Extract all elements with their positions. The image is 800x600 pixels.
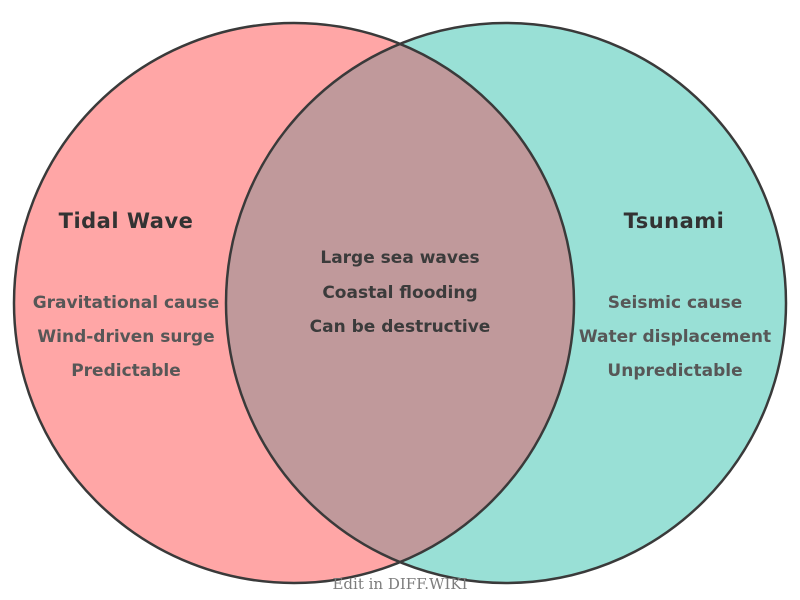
left-set-item: Predictable [71, 361, 181, 381]
right-set-item: Water displacement [578, 327, 772, 347]
left-set-item: Wind-driven surge [37, 327, 215, 347]
overlap-item: Large sea waves [320, 248, 480, 268]
right-set-item: Unpredictable [607, 361, 743, 381]
overlap-region [226, 44, 574, 562]
left-set-items: Gravitational cause Wind-driven surge Pr… [33, 286, 220, 388]
right-set-title: Tsunami [623, 209, 725, 233]
edit-link[interactable]: Edit in DIFF.WIKI [332, 575, 468, 593]
left-circle-outline [12, 21, 576, 585]
right-set-items: Seismic cause Water displacement Unpredi… [579, 286, 771, 388]
right-circle-outline [224, 21, 788, 585]
overlap-item: Can be destructive [309, 317, 491, 337]
overlap-items: Large sea waves Coastal flooding Can be … [310, 241, 491, 345]
overlap-item: Coastal flooding [322, 282, 478, 303]
left-set-item: Gravitational cause [32, 293, 220, 313]
right-set-item: Seismic cause [607, 293, 743, 313]
left-set-title: Tidal Wave [58, 209, 194, 233]
